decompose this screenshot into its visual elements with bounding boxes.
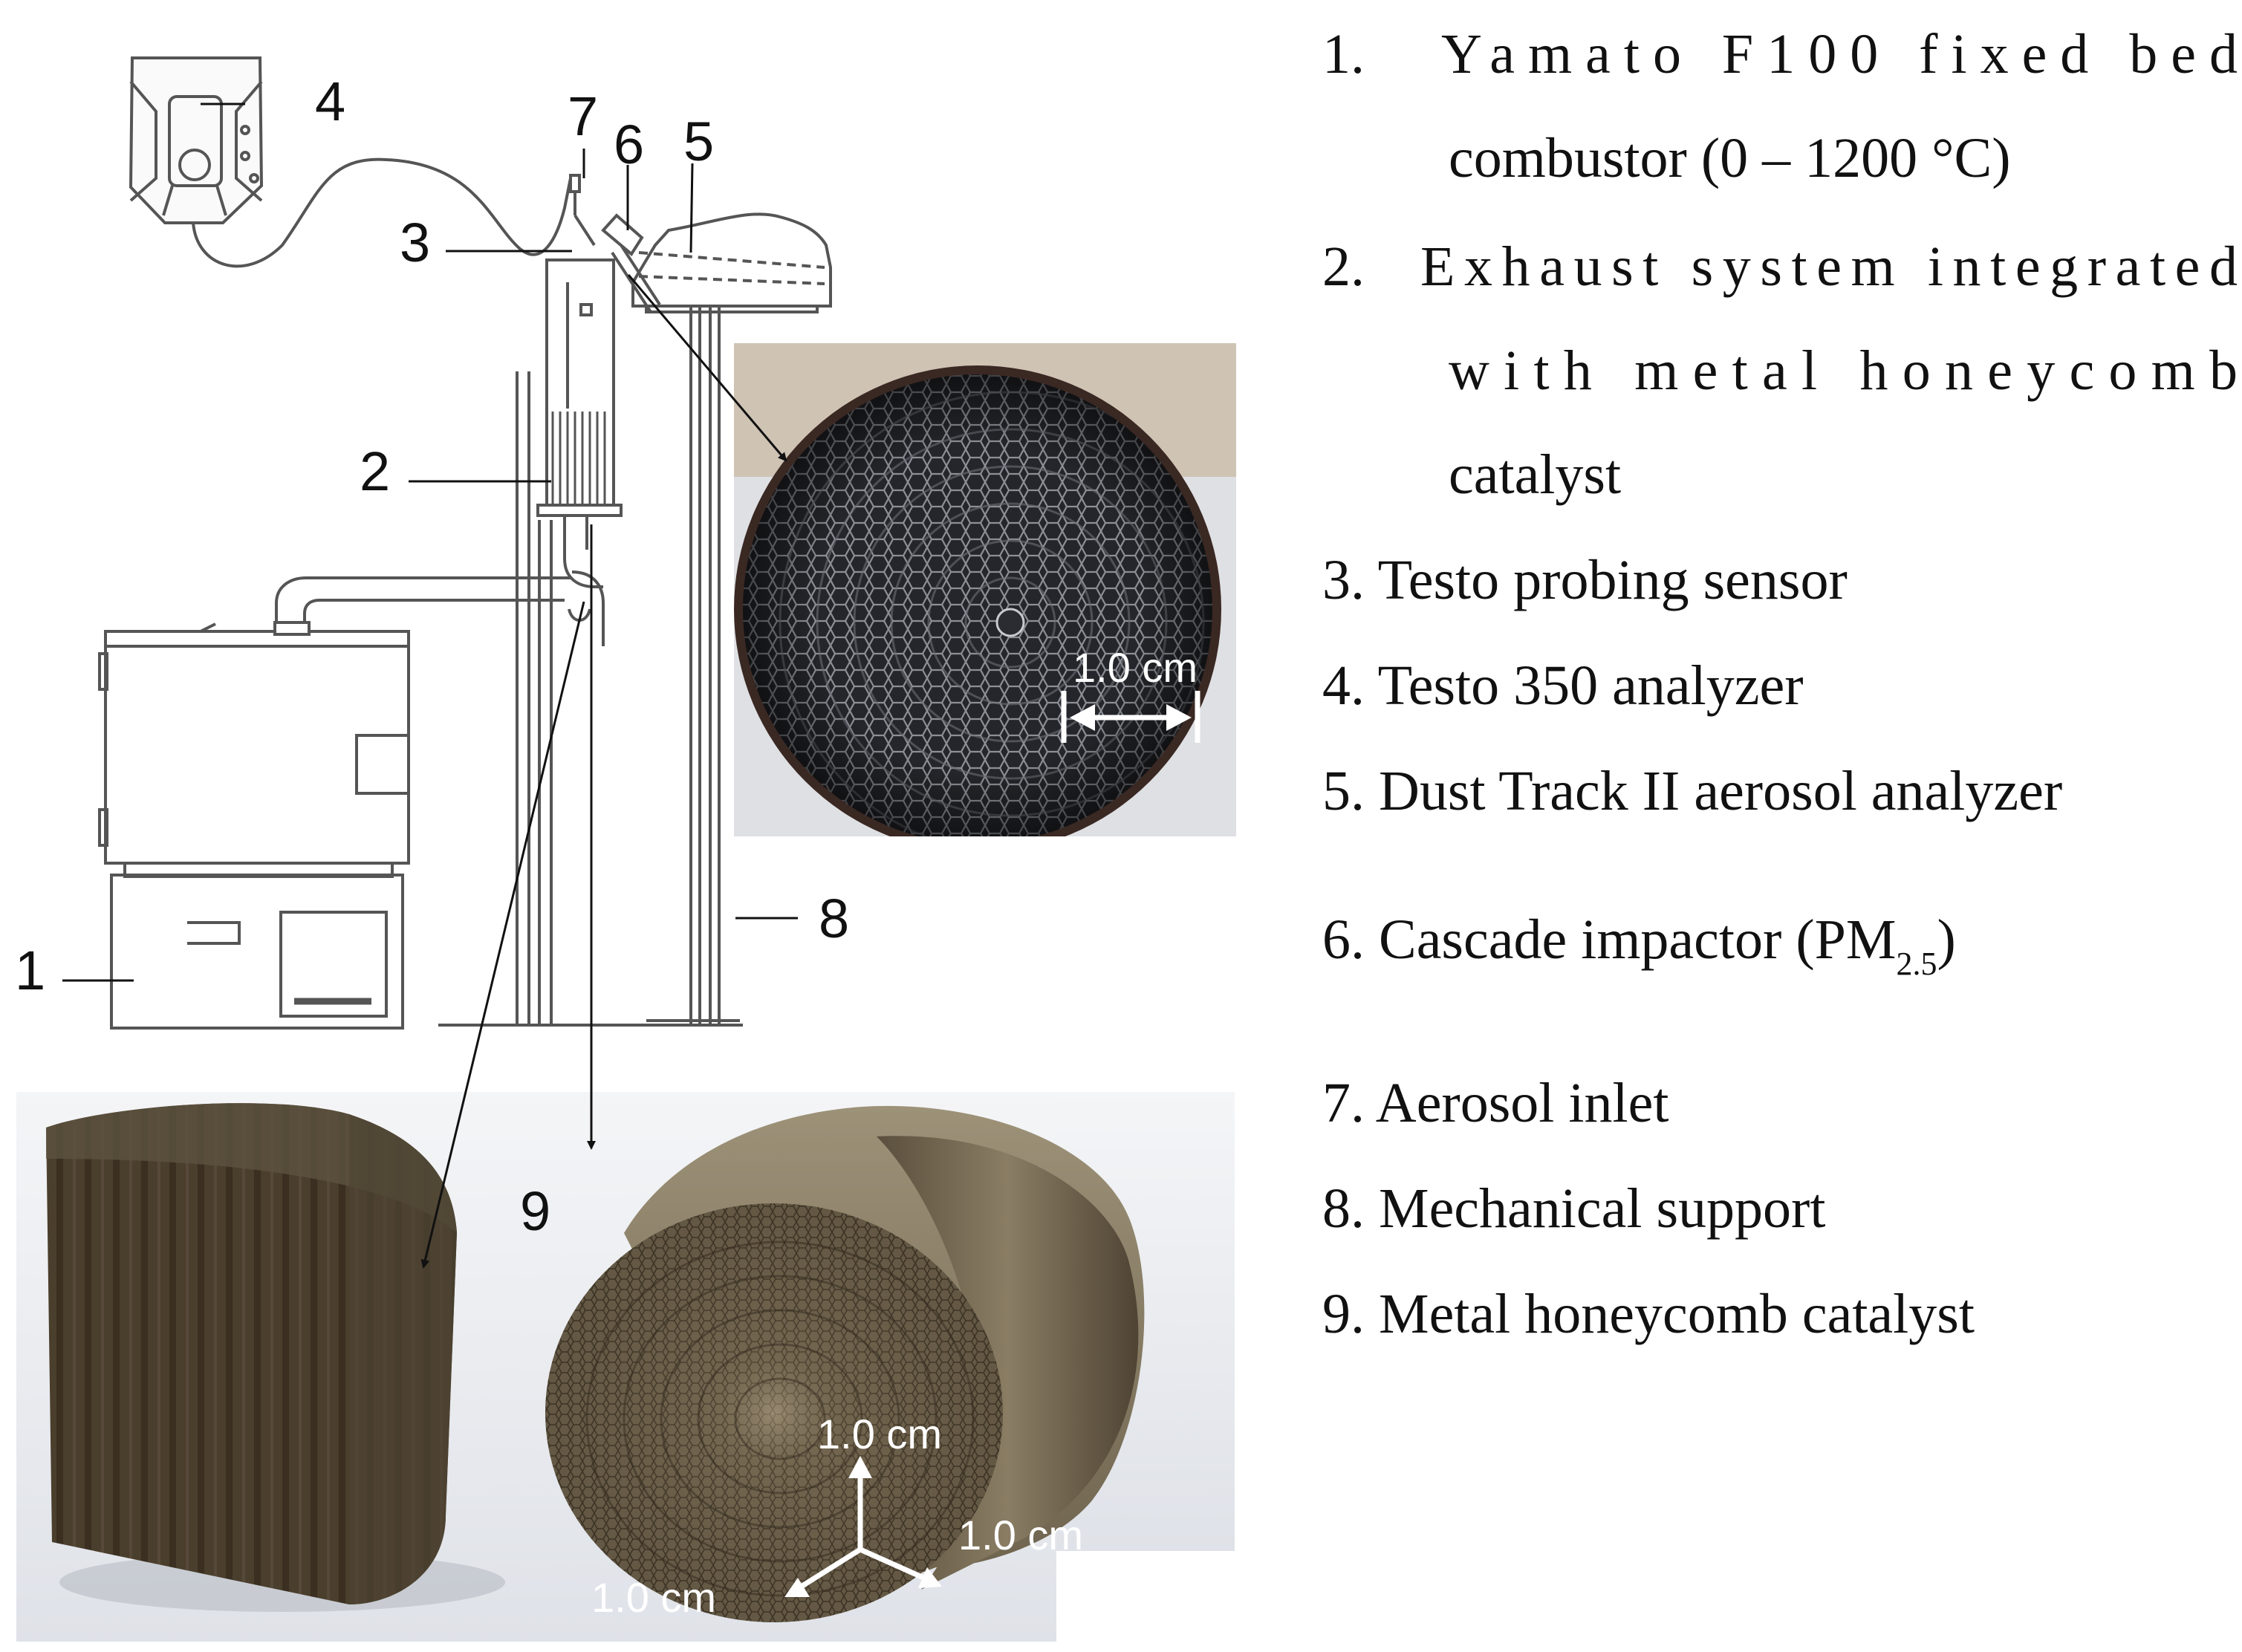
legend-1-number: 1. (1322, 23, 1365, 85)
legend-6: 6. Cascade impactor (PM2.5) (1322, 908, 1956, 982)
callout-6: 6 (614, 114, 644, 175)
callout-2: 2 (360, 440, 390, 502)
legend-3: 3. Testo probing sensor (1322, 549, 1848, 611)
legend-9: 9. Metal honeycomb catalyst (1322, 1283, 1975, 1345)
legend-6-end: ) (1937, 908, 1955, 971)
exhaust-duct-drawing (273, 570, 605, 646)
testo-350-analyzer-drawing (129, 56, 264, 224)
photo-scale-label: 1.0 cm (1073, 644, 1198, 691)
legend-2-line1: Exhaust system integrated (1420, 235, 2238, 298)
honeycomb-photo: 1.0 cm (734, 343, 1236, 836)
apparatus-drawing (98, 56, 832, 1030)
legend-6-main: 6. Cascade impactor (PM (1322, 908, 1896, 971)
callout-1: 1 (15, 940, 45, 1001)
callout-8: 8 (819, 888, 849, 949)
render-axes (784, 1456, 942, 1597)
photo-scale-bar (1061, 691, 1200, 743)
leader-lines (62, 103, 798, 1269)
callout-4: 4 (315, 71, 345, 132)
legend: 1. Yamato F100 fixed bed combustor (0 – … (1322, 23, 2238, 1345)
callout-5: 5 (683, 111, 714, 172)
legend-2-line3: catalyst (1449, 443, 1621, 506)
legend-2-line2: with metal honeycomb (1449, 339, 2238, 402)
legend-2-number: 2. (1322, 235, 1365, 298)
legend-1-line1: Yamato F100 fixed bed (1441, 23, 2238, 85)
exhaust-stack-drawing (536, 258, 623, 622)
callout-9: 9 (520, 1180, 550, 1242)
honeycomb-render-cylinder: 1.0 cm 1.0 cm 1.0 cm (545, 1092, 1235, 1622)
legend-5: 5. Dust Track II aerosol analyzer (1322, 760, 2062, 822)
callout-7: 7 (568, 85, 598, 147)
render-right-scale-label: 1.0 cm (958, 1512, 1083, 1558)
analyzer-cable (192, 157, 572, 268)
dust-track-drawing (631, 212, 832, 313)
render-left-scale-label: 1.0 cm (591, 1574, 716, 1621)
callout-3: 3 (400, 212, 430, 273)
fixed-bed-combustor-drawing (98, 622, 410, 1030)
legend-7: 7. Aerosol inlet (1322, 1072, 1669, 1134)
render-vertical-scale-label: 1.0 cm (817, 1411, 942, 1457)
legend-8: 8. Mechanical support (1322, 1177, 1825, 1240)
mechanical-support-drawing (438, 297, 743, 1027)
legend-4: 4. Testo 350 analyzer (1322, 654, 1804, 717)
aerosol-inlet-drawing (569, 174, 596, 247)
legend-6-subscript: 2.5 (1896, 946, 1937, 982)
callout-numbers: 1 2 3 4 5 6 7 8 9 (15, 71, 849, 1242)
legend-1-line2: combustor (0 – 1200 °C) (1449, 127, 2011, 189)
